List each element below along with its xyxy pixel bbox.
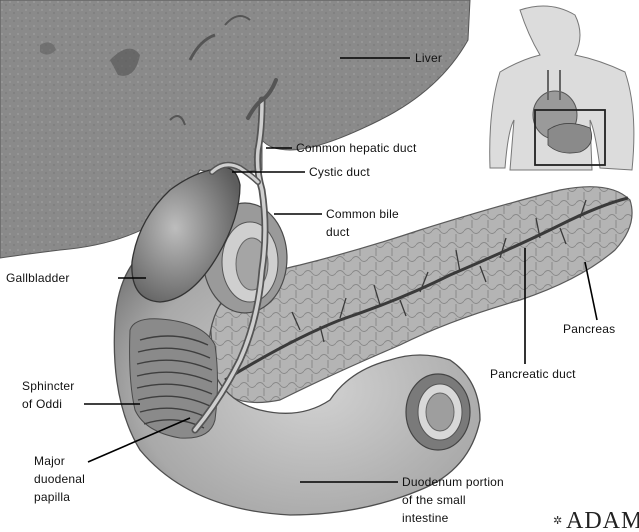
label-papilla-line3: papilla — [34, 490, 70, 504]
label-duodenum-line1: Duodenum portion — [402, 475, 504, 489]
label-papilla-line1: Major — [34, 454, 65, 468]
label-pancreatic-duct: Pancreatic duct — [490, 367, 576, 381]
adam-logo-mark: ✲ — [553, 514, 562, 527]
inset-torso-icon — [490, 6, 634, 170]
label-duodenum-line3: intestine — [402, 511, 449, 525]
label-cystic-duct: Cystic duct — [309, 165, 370, 179]
label-common-bile-duct-line2: duct — [326, 225, 350, 239]
label-sphincter-line1: Sphincter — [22, 379, 75, 393]
label-pancreas: Pancreas — [563, 322, 615, 336]
adam-logo-text: ADAM — [566, 508, 639, 532]
label-common-hepatic-duct: Common hepatic duct — [296, 141, 417, 155]
label-gallbladder: Gallbladder — [6, 271, 70, 285]
label-sphincter-line2: of Oddi — [22, 397, 62, 411]
label-common-bile-duct-line1: Common bile — [326, 207, 399, 221]
label-liver: Liver — [415, 51, 442, 65]
label-duodenum-line2: of the small — [402, 493, 466, 507]
label-papilla-line2: duodenal — [34, 472, 85, 486]
adam-logo: ✲ ADAM — [553, 508, 639, 532]
